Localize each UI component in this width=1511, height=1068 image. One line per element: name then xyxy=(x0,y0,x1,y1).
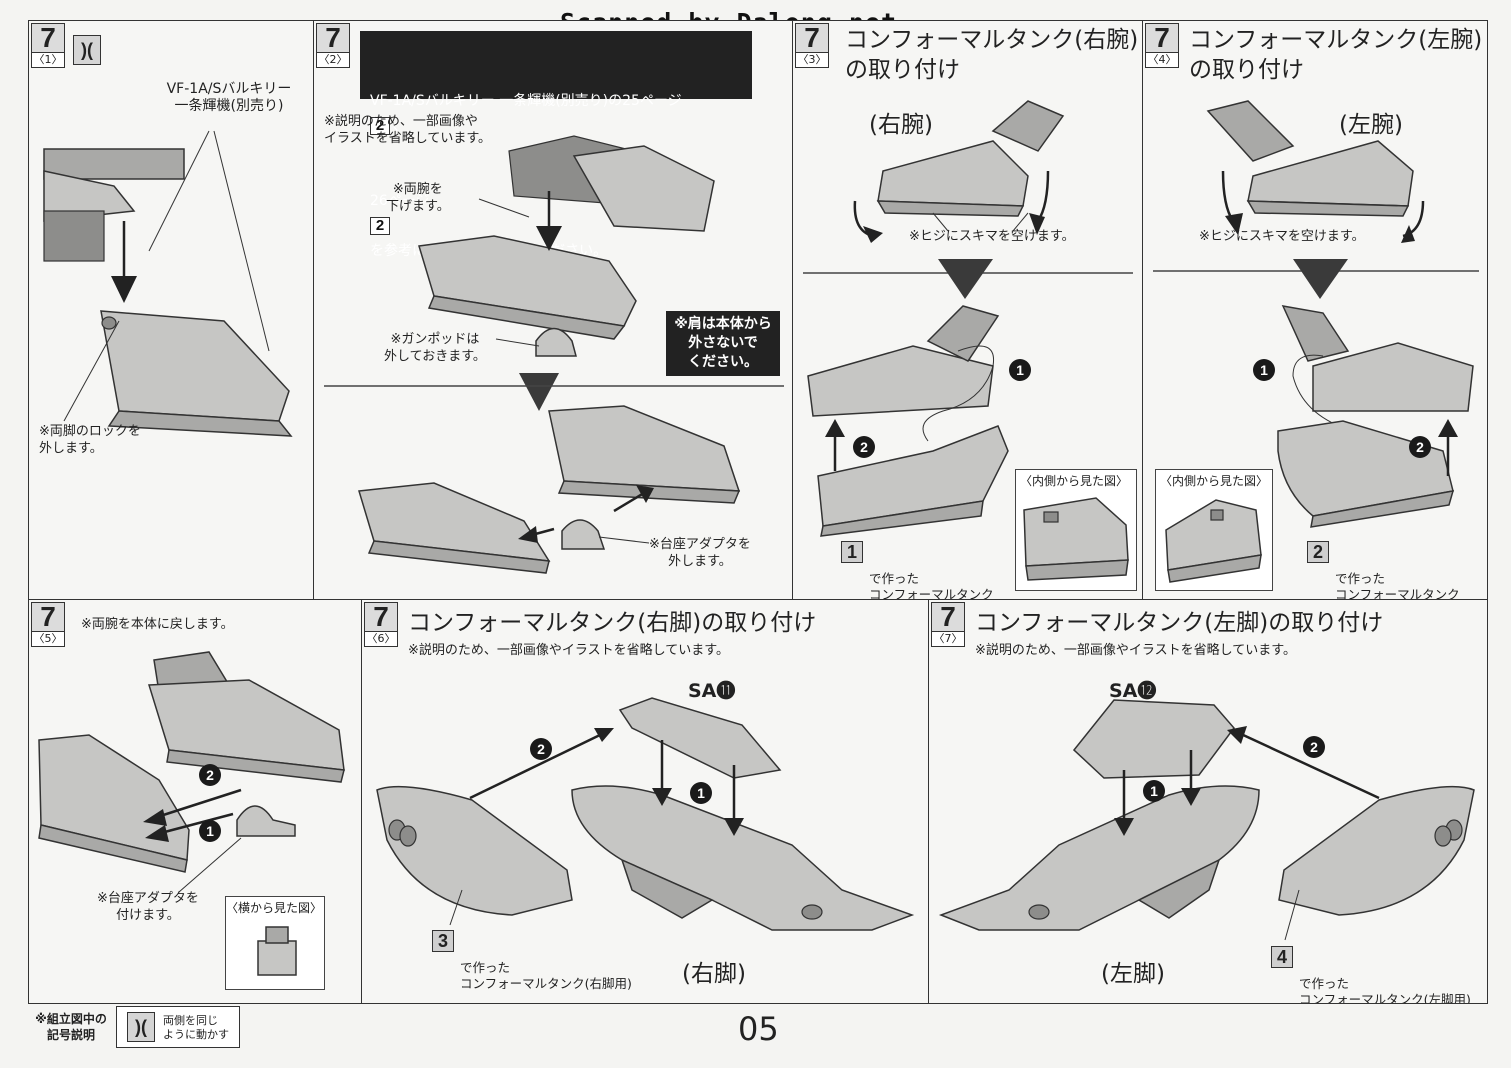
step-panel-4: 7 〈4〉 コンフォーマルタンク(左腕) の取り付け (左腕) 1 2 ※ヒジに… xyxy=(1142,20,1488,600)
step-number: 7 xyxy=(364,602,398,632)
inside-view-illustration xyxy=(1165,499,1262,583)
step-marker-1: 1 xyxy=(1009,359,1031,381)
inside-view-box: 〈内側から見た図〉 xyxy=(1155,469,1273,591)
substep-number: 〈2〉 xyxy=(316,53,350,68)
step-number: 7 xyxy=(931,602,965,632)
inside-view-illustration xyxy=(1023,497,1129,581)
substep-number: 〈6〉 xyxy=(364,632,398,647)
step-number: 7 xyxy=(316,23,350,53)
step-title: コンフォーマルタンク(右腕) の取り付け xyxy=(845,27,1139,83)
left-leg-illustration xyxy=(938,699,1475,941)
leg-label: (左脚) xyxy=(1101,961,1165,987)
parts-chip: 1 xyxy=(841,541,863,563)
made-tank-note: 4 で作った コンフォーマルタンク(左脚用) xyxy=(1271,944,1471,1003)
legend-text: 両側を同じ ように動かす xyxy=(163,1014,229,1041)
substep-number: 〈4〉 xyxy=(1145,53,1179,68)
step-marker-2: 2 xyxy=(1409,436,1431,458)
step-marker-2: 2 xyxy=(530,738,552,760)
elbow-gap-note: ※ヒジにスキマを空けます。 xyxy=(1199,229,1365,244)
side-view-illustration xyxy=(257,926,297,976)
remove-adapter-note: ※台座アダプタを 外します。 xyxy=(649,537,751,569)
sa-part-label: SA⓫ xyxy=(688,680,736,702)
leg-lock-note: ※両脚のロックを 外します。 xyxy=(39,424,141,456)
inside-view-label: 〈内側から見た図〉 xyxy=(1020,474,1129,488)
inside-view-box: 〈内側から見た図〉 xyxy=(1015,469,1137,591)
return-arms-note: ※両腕を本体に戻します。 xyxy=(81,617,234,632)
substep-number: 〈5〉 xyxy=(31,632,65,647)
parts-chip: 2 xyxy=(1307,541,1329,563)
step-marker-1: 1 xyxy=(199,820,221,842)
step-badge: 7 〈7〉 xyxy=(931,602,965,647)
step-title: コンフォーマルタンク(右脚)の取り付け xyxy=(408,610,817,636)
made-tank-note: 2 で作った コンフォーマルタンク (左腕用) xyxy=(1307,539,1460,599)
legend-heading: ※組立図中の 記号説明 xyxy=(35,1012,107,1042)
step-marker-2: 2 xyxy=(199,764,221,786)
attach-adapter-note: ※台座アダプタを 付けます。 xyxy=(97,891,199,923)
elbow-gap-note: ※ヒジにスキマを空けます。 xyxy=(909,229,1075,244)
step-title: コンフォーマルタンク(左腕) の取り付け xyxy=(1189,27,1483,83)
gunpod-note: ※ガンポッドは 外しておきます。 xyxy=(384,332,486,364)
left-arm-illustration xyxy=(1153,100,1479,528)
shoulder-warning-box: ※肩は本体から 外さないで ください。 xyxy=(666,311,780,376)
symbol-legend: ※組立図中の 記号説明 )( 両側を同じ ように動かす xyxy=(28,1006,240,1048)
kit-label: VF-1A/Sバルキリー 一条輝機(別売り) xyxy=(166,81,292,114)
side-view-box: 〈横から見た図〉 xyxy=(225,896,325,990)
step-panel-7: 7 〈7〉 コンフォーマルタンク(左脚)の取り付け ※説明のため、一部画像やイラ… xyxy=(928,599,1488,1004)
step-panel-3: 7 〈3〉 コンフォーマルタンク(右腕) の取り付け (右腕) 1 2 ※ヒジに… xyxy=(792,20,1143,600)
leg-label: (右脚) xyxy=(682,961,746,987)
arm-lowering-illustration xyxy=(324,135,784,574)
step-number: 7 xyxy=(31,602,65,632)
step-title: コンフォーマルタンク(左脚)の取り付け xyxy=(975,610,1384,636)
step-number: 7 xyxy=(795,23,829,53)
legend-entry: )( 両側を同じ ように動かす xyxy=(116,1006,240,1048)
step-marker-1: 1 xyxy=(690,782,712,804)
right-arm-illustration xyxy=(803,100,1133,537)
made-tank-note: 3 で作った コンフォーマルタンク(右脚用) xyxy=(432,928,632,1003)
step-badge: 7 〈5〉 xyxy=(31,602,65,647)
side-view-label: 〈横から見た図〉 xyxy=(226,901,323,915)
step-number: 7 xyxy=(31,23,65,53)
reference-step-chip: 2 xyxy=(370,117,390,135)
substep-number: 〈7〉 xyxy=(931,632,965,647)
reattach-arms-illustration xyxy=(38,651,345,893)
sa-part-label: SA⓬ xyxy=(1109,680,1157,702)
step-badge: 7 〈4〉 xyxy=(1145,23,1179,68)
parts-chip: 3 xyxy=(432,930,454,952)
step-badge: 7 〈3〉 xyxy=(795,23,829,68)
substep-number: 〈3〉 xyxy=(795,53,829,68)
substep-number: 〈1〉 xyxy=(31,53,65,68)
arm-label: (左腕) xyxy=(1339,112,1403,138)
step-marker-2: 2 xyxy=(1303,736,1325,758)
reference-step-chip: 2 xyxy=(370,217,390,235)
step-panel-5: 7 〈5〉 ※両腕を本体に戻します。 2 1 ※台座アダプタを 付けます。 〈横… xyxy=(28,599,362,1004)
step-badge: 7 〈1〉 xyxy=(31,23,65,68)
step-panel-1: 7 〈1〉 )( VF-1A/Sバルキリー 一条輝機(別売り) ※両脚のロックを… xyxy=(28,20,314,600)
omission-note: ※説明のため、一部画像やイラストを省略しています。 xyxy=(975,643,1296,658)
right-leg-illustration xyxy=(376,697,915,931)
reference-instruction-box: VF-1A/Sバルキリー 一条輝機(別売り)の25ページ 2、 26ページ 2 … xyxy=(360,31,752,259)
arm-label: (右腕) xyxy=(869,112,933,138)
step-marker-2: 2 xyxy=(853,436,875,458)
lower-arms-note: ※両腕を 下げます。 xyxy=(386,182,450,214)
symmetric-move-icon: )( xyxy=(73,35,101,65)
step-marker-1: 1 xyxy=(1143,780,1165,802)
symmetric-move-icon: )( xyxy=(127,1012,155,1042)
step-panel-6: 7 〈6〉 コンフォーマルタンク(右脚)の取り付け ※説明のため、一部画像やイラ… xyxy=(361,599,929,1004)
step-panel-2: 7 〈2〉 VF-1A/Sバルキリー 一条輝機(別売り)の25ページ 2、 26… xyxy=(313,20,793,600)
valkyrie-arm-illustration xyxy=(43,130,293,437)
parts-chip: 4 xyxy=(1271,946,1293,968)
step-marker-1: 1 xyxy=(1253,359,1275,381)
step-badge: 7 〈6〉 xyxy=(364,602,398,647)
made-tank-note: 1 で作った コンフォーマルタンク (右腕用) xyxy=(841,539,994,599)
omission-note: ※説明のため、一部画像や イラストを省略しています。 xyxy=(324,114,492,146)
omission-note: ※説明のため、一部画像やイラストを省略しています。 xyxy=(408,643,729,658)
inside-view-label: 〈内側から見た図〉 xyxy=(1160,474,1269,488)
step-badge: 7 〈2〉 xyxy=(316,23,350,68)
step-number: 7 xyxy=(1145,23,1179,53)
page-number: 05 xyxy=(738,1010,779,1048)
